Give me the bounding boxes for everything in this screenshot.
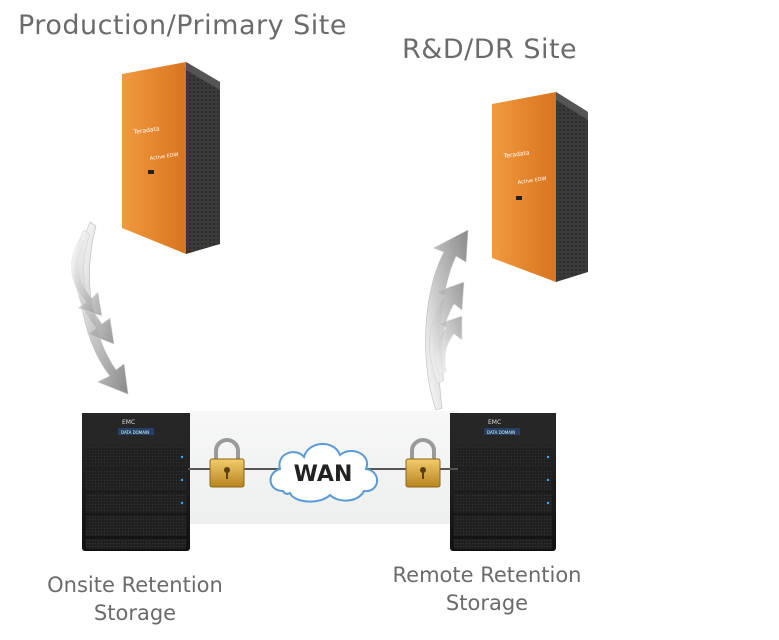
dr-server-brand: Teradata xyxy=(502,149,530,160)
primary-server: Teradata Active EDW xyxy=(122,62,220,254)
backup-down-arrows xyxy=(71,221,129,395)
primary-server-model: Active EDW xyxy=(149,152,179,162)
onsite-storage-label: Onsite Retention Storage xyxy=(20,571,250,627)
remote-storage-rack: EMC DATA DOMAIN xyxy=(450,413,556,551)
dr-server: Teradata Active EDW xyxy=(492,92,588,282)
padlock-icon-left xyxy=(209,438,245,488)
dr-site-title: R&D/DR Site xyxy=(402,34,578,65)
restore-up-arrows xyxy=(425,229,469,411)
wan-label: WAN xyxy=(294,462,353,487)
arrow-curve-1 xyxy=(71,237,103,317)
wan-cloud-icon xyxy=(269,443,378,503)
remote-storage-model: DATA DOMAIN xyxy=(487,430,515,435)
onsite-storage-label-line2: Storage xyxy=(93,601,177,625)
wan-link: WAN xyxy=(188,438,458,503)
primary-server-brand: Teradata xyxy=(132,125,160,136)
onsite-storage-label-line1: Onsite Retention xyxy=(47,573,223,597)
dr-server-model: Active EDW xyxy=(517,176,547,186)
remote-storage-brand: EMC xyxy=(488,419,501,426)
primary-site-title: Production/Primary Site xyxy=(18,10,348,41)
onsite-storage-rack: EMC DATA DOMAIN xyxy=(82,413,190,551)
remote-storage-label-line1: Remote Retention xyxy=(392,563,582,587)
arrow-up-small xyxy=(434,315,463,375)
remote-storage-label: Remote Retention Storage xyxy=(372,561,602,617)
padlock-icon-right xyxy=(405,438,441,488)
onsite-storage-brand: EMC xyxy=(122,419,135,426)
onsite-storage-model: DATA DOMAIN xyxy=(121,430,149,435)
remote-storage-label-line2: Storage xyxy=(445,591,529,615)
